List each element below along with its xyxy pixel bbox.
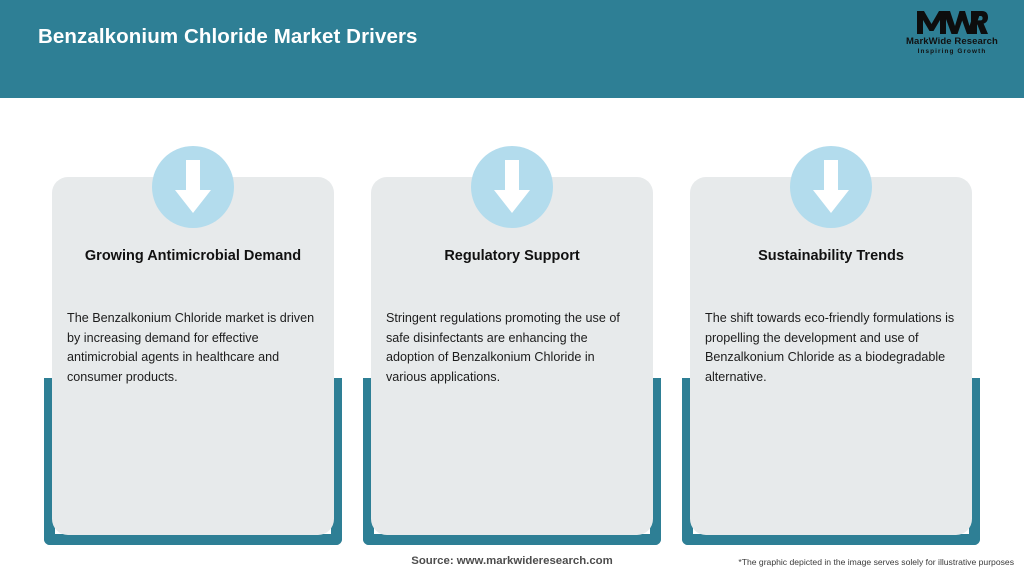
driver-card-title: Growing Antimicrobial Demand <box>84 248 302 264</box>
driver-column-3: Sustainability Trends The shift towards … <box>674 98 988 545</box>
driver-column-2: Regulatory Support Stringent regulations… <box>355 98 669 545</box>
driver-card-body: The Benzalkonium Chloride market is driv… <box>67 311 315 384</box>
driver-card[interactable]: Growing Antimicrobial Demand The Benzalk… <box>52 177 334 535</box>
driver-column-1: Growing Antimicrobial Demand The Benzalk… <box>36 98 350 545</box>
brand-logo: MarkWide Research Inspiring Growth <box>898 9 1006 61</box>
driver-card-body: Stringent regulations promoting the use … <box>386 311 620 384</box>
driver-card[interactable]: Regulatory Support Stringent regulations… <box>371 177 653 535</box>
drivers-card-grid: Growing Antimicrobial Demand The Benzalk… <box>0 98 1024 545</box>
driver-card-title: Sustainability Trends <box>758 248 904 264</box>
card-bracket-frame <box>44 378 342 545</box>
disclaimer-note: *The graphic depicted in the image serve… <box>738 557 1014 567</box>
source-label: Source: www.markwideresearch.com <box>411 555 613 567</box>
down-arrow-icon <box>152 146 234 228</box>
page-title: Benzalkonium Chloride Market Drivers <box>38 25 418 48</box>
driver-card[interactable]: Sustainability Trends The shift towards … <box>690 177 972 535</box>
logo-company-name: MarkWide Research <box>906 36 998 47</box>
driver-card-body: The shift towards eco-friendly formulati… <box>705 311 955 384</box>
driver-card-title: Regulatory Support <box>444 248 580 264</box>
header-bar: Benzalkonium Chloride Market Drivers Mar… <box>0 0 1024 98</box>
mwr-monogram-icon <box>898 9 1006 35</box>
logo-tagline: Inspiring Growth <box>917 48 987 55</box>
card-bracket-frame <box>682 378 980 545</box>
down-arrow-icon <box>471 146 553 228</box>
card-bracket-frame <box>363 378 661 545</box>
down-arrow-icon <box>790 146 872 228</box>
